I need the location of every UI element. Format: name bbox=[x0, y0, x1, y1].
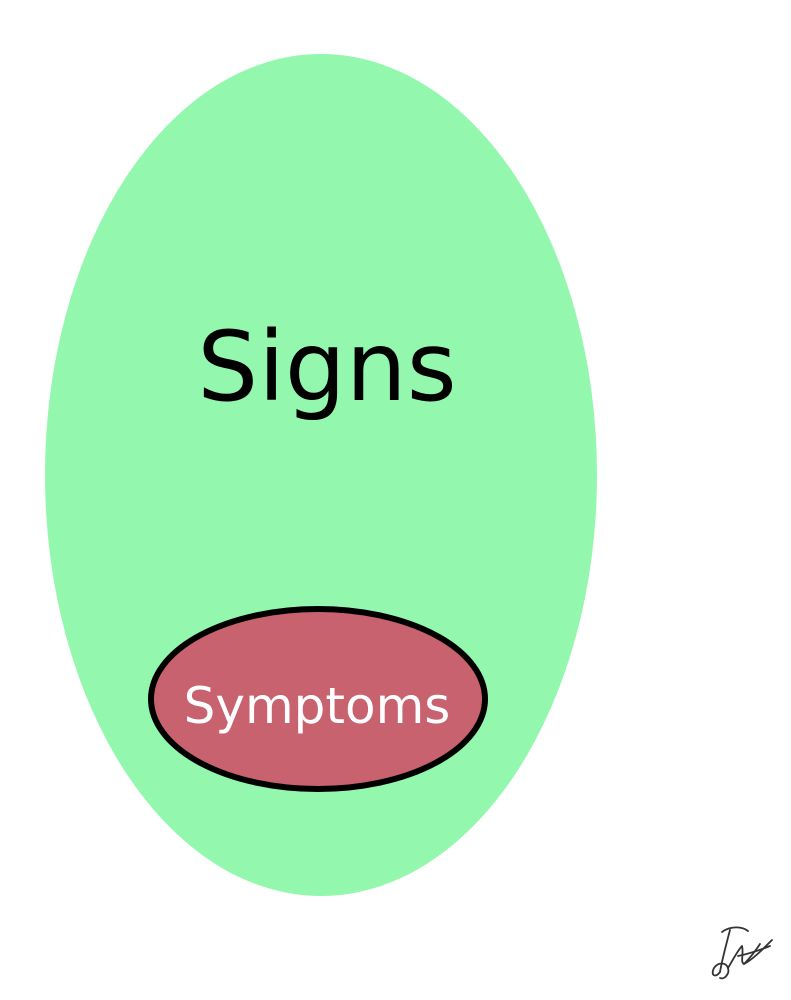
symptoms-set: Symptoms bbox=[148, 606, 488, 792]
symptoms-label: Symptoms bbox=[184, 677, 451, 735]
signs-label: Signs bbox=[197, 311, 456, 423]
signature-mark bbox=[711, 926, 773, 980]
symptoms-ellipse bbox=[148, 606, 488, 792]
